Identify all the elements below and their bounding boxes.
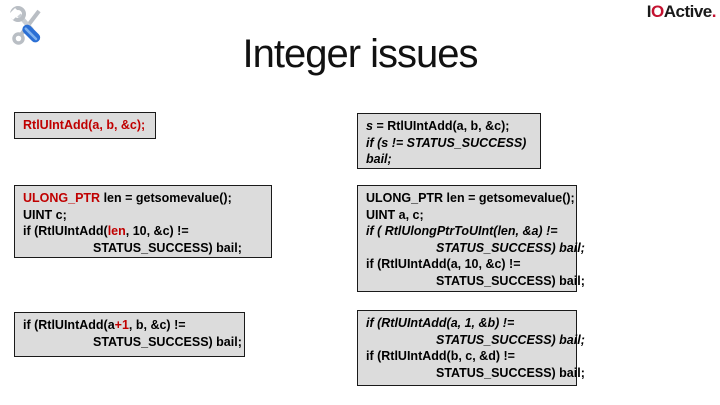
- logo-dot: .: [711, 2, 717, 21]
- code-box-api-signature: RtlUIntAdd(a, b, &c);: [14, 112, 156, 139]
- code-text: if (RtlUIntAdd(: [23, 224, 108, 238]
- code-text: ULONG_PTR len = getsomevalue();: [366, 191, 575, 205]
- code-text: STATUS_SUCCESS) bail;: [436, 240, 585, 255]
- code-text: STATUS_SUCCESS) bail;: [93, 334, 242, 349]
- logo-letter-o: O: [651, 2, 664, 21]
- code-text: UINT a, c;: [366, 207, 424, 222]
- code-box-chained-adds-fixed: if (RtlUIntAdd(a, 1, &b) != STATUS_SUCCE…: [357, 310, 585, 386]
- logo-letter-i: I: [646, 2, 652, 21]
- code-box-ulongptr-fixed: ULONG_PTR len = getsomevalue(); UINT a, …: [357, 185, 585, 292]
- code-box-correct-usage: s = RtlUIntAdd(a, b, &c); if (s != STATU…: [357, 113, 541, 169]
- code-text: RtlUIntAdd(a, b, &c);: [23, 118, 146, 132]
- code-text: STATUS_SUCCESS) bail;: [93, 240, 242, 255]
- code-text: if (s != STATUS_SUCCESS): [366, 135, 527, 150]
- code-text: , b, &c) !=: [128, 318, 186, 332]
- code-text: s: [366, 119, 377, 133]
- code-text: bail;: [366, 152, 392, 166]
- code-keyword: ULONG_PTR: [23, 191, 101, 205]
- code-box-aplus1-bad: if (RtlUIntAdd(a+1, b, &c) != STATUS_SUC…: [14, 312, 245, 357]
- page-title: Integer issues: [242, 32, 478, 76]
- code-text: = RtlUIntAdd(a, b, &c);: [376, 119, 510, 133]
- code-text: UINT c;: [23, 207, 67, 222]
- code-box-ulongptr-bad: ULONG_PTR len = getsomevalue(); UINT c; …: [14, 185, 272, 258]
- code-text: if (RtlUIntAdd(a, 10, &c) !=: [366, 257, 521, 271]
- code-text: STATUS_SUCCESS) bail;: [436, 273, 585, 288]
- code-text: , 10, &c) !=: [125, 224, 189, 238]
- code-text: if ( RtlUlongPtrToUInt(len, &a) !=: [366, 224, 558, 238]
- code-highlight: len: [107, 224, 126, 238]
- tools-icon: [8, 6, 41, 45]
- logo-word-active: Active: [663, 2, 713, 21]
- code-text: STATUS_SUCCESS) bail;: [436, 365, 585, 380]
- code-highlight: +1: [114, 318, 129, 332]
- code-text: if (RtlUIntAdd(b, c, &d) !=: [366, 349, 515, 363]
- code-text: STATUS_SUCCESS) bail;: [436, 332, 585, 347]
- code-text: len = getsomevalue();: [100, 191, 232, 205]
- code-text: if (RtlUIntAdd(a, 1, &b) !=: [366, 316, 515, 330]
- code-text: if (RtlUIntAdd(a: [23, 318, 115, 332]
- ioactive-logo: IOActive.: [646, 2, 717, 22]
